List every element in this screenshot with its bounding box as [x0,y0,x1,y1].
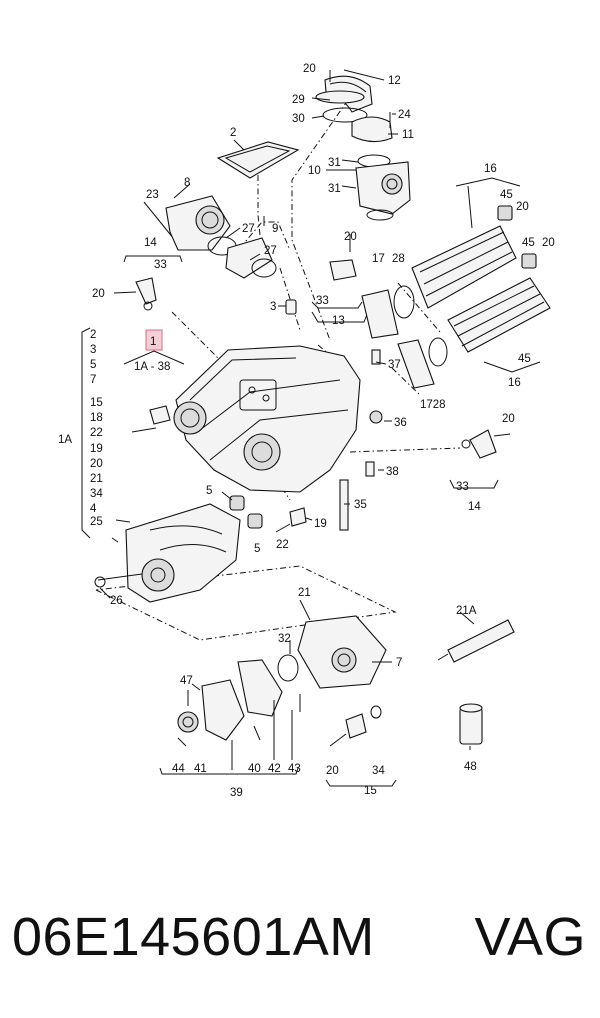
highlighted-callout-box [145,329,163,351]
callout-10: 10 [308,165,321,177]
callout-1: 1 [150,336,156,348]
sensor-group-centre [285,234,369,323]
sensor-group-bottom [329,705,382,747]
callout-3: 3 [270,301,276,313]
callout-col-22: 22 [90,427,103,439]
callout-27a: 27 [242,223,255,235]
callout-col-25: 25 [90,516,103,528]
callout-27b: 27 [264,245,277,257]
callout-47: 47 [180,675,193,687]
callout-11: 11 [402,129,414,141]
callout-col-15: 15 [90,397,103,409]
callout-col-1a: 1A [58,434,72,446]
callout-20f: 20 [502,413,515,425]
callout-28a: 28 [392,253,405,265]
sensor-group-right [449,429,511,489]
callout-5b: 5 [254,543,260,555]
callout-20b: 20 [516,201,529,213]
callout-30: 30 [292,113,305,125]
group-brackets [81,177,541,787]
callout-1728: 1728 [420,399,446,411]
charge-air-cooler-lower [397,277,551,389]
callout-23: 23 [146,189,159,201]
callout-14a: 14 [144,237,157,249]
callout-20a: 20 [303,63,316,75]
callout-24: 24 [398,109,411,121]
callout-col-5: 5 [90,359,96,371]
callout-col-18: 18 [90,412,103,424]
callout-29: 29 [292,94,305,106]
callout-16: 16 [484,163,497,175]
callout-2: 2 [230,127,236,139]
part-number: 06E145601AM [12,907,375,967]
callout-col-4: 4 [90,503,97,515]
callout-20e: 20 [92,288,105,300]
cover-gasket [216,141,300,179]
callout-41: 41 [194,763,207,775]
callout-45b: 45 [522,237,535,249]
callout-col-21: 21 [90,473,103,485]
charge-air-cooler-upper [361,205,537,339]
intake-elbow-group [315,70,411,221]
callout-22: 22 [276,539,289,551]
callout-42: 42 [268,763,281,775]
callout-20c: 20 [542,237,555,249]
callout-33a: 33 [154,259,167,271]
callout-33b: 33 [316,295,329,307]
callout-45c: 45 [518,353,531,365]
callout-col-2: 2 [90,329,96,341]
callout-48: 48 [464,761,477,773]
callout-col-3: 3 [90,344,96,356]
leader-lines [99,69,475,770]
rotor-housing [94,495,307,603]
sealant-tube [437,619,515,663]
callout-1a-38: 1A - 38 [134,361,170,373]
callout-21a: 21A [456,605,477,617]
callout-5a: 5 [206,485,212,497]
pulley-assembly [177,659,301,747]
callout-36: 36 [394,417,407,429]
callout-37: 37 [388,359,401,371]
callout-20g: 20 [326,765,339,777]
callout-21: 21 [298,587,311,599]
callout-31b: 31 [328,183,341,195]
callout-34: 34 [372,765,385,777]
sensor-group-left [113,255,185,365]
callout-44: 44 [172,763,185,775]
callout-labels: 20 12 29 24 30 11 2 10 31 31 16 45 20 45… [58,63,555,799]
brand-name: VAG [474,907,586,967]
callout-31a: 31 [328,157,341,169]
callout-col-20: 20 [90,458,103,470]
callout-8: 8 [184,177,190,189]
callout-7: 7 [396,657,402,669]
pulley-cover [277,599,387,689]
callout-col-19: 19 [90,443,103,455]
callout-40: 40 [248,763,261,775]
callout-35: 35 [354,499,367,511]
callout-39: 39 [230,787,243,799]
callout-12: 12 [388,75,401,87]
callout-17a: 17 [372,253,385,265]
callout-19: 19 [314,518,327,530]
callout-9: 9 [272,223,278,235]
callout-26: 26 [110,595,123,607]
assembly-dashed-lines [95,99,461,641]
compressor-main-housing [131,345,383,531]
exploded-parts-diagram: 20 12 29 24 30 11 2 10 31 31 16 45 20 45… [58,63,555,799]
callout-38: 38 [386,466,399,478]
callout-16b: 16 [508,377,521,389]
callout-13: 13 [332,315,345,327]
throttle-housing-left [143,195,277,279]
callout-32: 32 [278,633,291,645]
callout-20d: 20 [344,231,357,243]
callout-15: 15 [364,785,377,797]
callout-14b: 14 [468,501,481,513]
footer: 06E145601AM VAG [0,905,600,975]
oil-bottle [459,703,483,745]
callout-33c: 33 [456,481,469,493]
callout-43: 43 [288,763,301,775]
callout-col-34: 34 [90,488,103,500]
callout-45a: 45 [500,189,513,201]
callout-col-7: 7 [90,374,96,386]
